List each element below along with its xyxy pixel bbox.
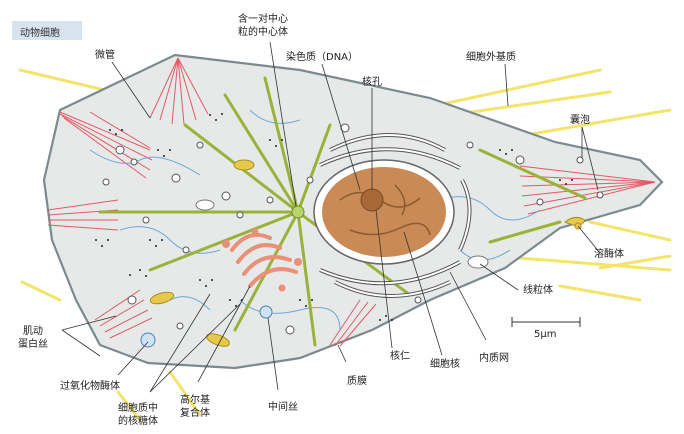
label-nuclear-pore: 核孔 (362, 77, 382, 88)
label-golgi: 高尔基 复合体 (180, 395, 210, 419)
nucleolus (360, 188, 384, 212)
title-box: 动物细胞 (12, 21, 82, 40)
scale-bar (511, 317, 581, 327)
label-er: 内质网 (479, 353, 509, 364)
label-intermediate-filament: 中间丝 (268, 402, 298, 413)
label-centrosome: 含一对中心 粒的中心体 (238, 14, 288, 38)
label-microtubule: 微管 (95, 50, 115, 61)
lysosomes (564, 216, 586, 230)
label-scale: 5μm (534, 329, 557, 340)
mitochondria (149, 159, 489, 347)
leader-lines (61, 41, 601, 393)
label-nucleus: 细胞核 (430, 359, 460, 370)
label-ribosomes: 细胞质中 的核糖体 (118, 403, 158, 427)
vesicles (102, 123, 604, 335)
label-vesicle: 囊泡 (570, 115, 590, 126)
centrosome (291, 205, 305, 219)
label-nucleolus: 核仁 (390, 351, 410, 362)
diagram-title: 动物细胞 (20, 28, 60, 39)
golgi-complex (230, 233, 298, 288)
label-actin: 肌动 蛋白丝 (18, 326, 48, 350)
label-peroxisome: 过氧化物酶体 (60, 381, 120, 392)
peroxisomes (140, 305, 273, 348)
label-lysosome: 溶酶体 (594, 249, 624, 260)
nucleus (322, 167, 446, 257)
actin-filaments (47, 57, 656, 347)
label-chromatin: 染色质（DNA） (286, 52, 359, 63)
label-plasma-membrane: 质膜 (347, 376, 367, 387)
label-mitochondrion: 线粒体 (523, 285, 553, 296)
label-ecm: 细胞外基质 (466, 52, 516, 63)
